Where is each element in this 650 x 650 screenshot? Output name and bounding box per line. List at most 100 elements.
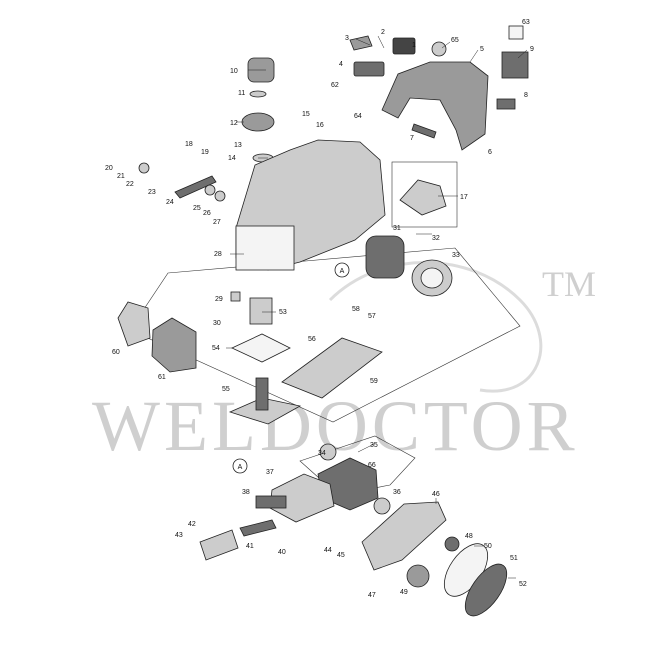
part-number: 9 (530, 46, 534, 53)
part-number: 35 (370, 442, 378, 449)
part-number: 45 (337, 552, 345, 559)
part-number: 66 (368, 462, 376, 469)
part-number: 14 (228, 155, 236, 162)
part-17 (399, 179, 447, 216)
cover-51 (464, 563, 508, 617)
part-number: 62 (331, 82, 339, 89)
pulley-48 (444, 536, 460, 552)
part-number: 2 (381, 29, 385, 36)
part-number: 7 (410, 135, 414, 142)
plate-42 (199, 529, 239, 561)
part-number: 11 (238, 90, 245, 97)
pulley-49 (406, 564, 430, 588)
washer-25 (204, 184, 216, 196)
part-29 (230, 291, 241, 302)
part-number: 55 (222, 386, 230, 393)
part-number: 36 (393, 489, 401, 496)
gauge-40 (239, 519, 277, 537)
cover-60 (117, 301, 151, 347)
leader-lines (226, 35, 528, 579)
part-number: 43 (175, 532, 183, 539)
part-number: 40 (278, 549, 286, 556)
part-number: 21 (117, 173, 125, 180)
base-plate-56 (281, 337, 383, 399)
part-number: 50 (484, 543, 492, 550)
part-number: 34 (318, 450, 326, 457)
part-number: 37 (266, 469, 274, 476)
base-plate-55 (228, 397, 302, 425)
part-number: 32 (432, 235, 440, 242)
housing-61 (151, 317, 197, 373)
part-number: 20 (105, 165, 113, 172)
part-number: 33 (452, 252, 460, 259)
part-number: 44 (324, 547, 332, 554)
switch-part-4 (353, 61, 385, 77)
parts (117, 25, 529, 617)
part-number: 30 (213, 320, 221, 327)
part-number: 53 (279, 309, 287, 316)
field-31 (365, 235, 405, 279)
part-number: 1 (412, 42, 416, 49)
part-number: 41 (246, 543, 254, 550)
part-number: 26 (203, 210, 211, 217)
handle-housing (381, 61, 489, 151)
part-number: 18 (185, 141, 193, 148)
ring-12 (241, 112, 275, 132)
part-number: 8 (524, 92, 528, 99)
spring-53 (249, 297, 273, 325)
part-number: 22 (126, 181, 134, 188)
part-number: 64 (354, 113, 362, 120)
washer-26 (214, 190, 226, 202)
watermark-trademark: TM (542, 264, 596, 304)
cap-65 (431, 41, 447, 57)
part-number: 3 (345, 35, 349, 42)
washer-21 (138, 162, 150, 174)
label-63 (508, 25, 524, 40)
part-number: 25 (193, 205, 201, 212)
part-number: 5 (480, 46, 484, 53)
part-number: 27 (213, 219, 221, 226)
part-number: 42 (188, 521, 196, 528)
part-number: 60 (112, 349, 120, 356)
part-number: 19 (201, 149, 209, 156)
part-number: 49 (400, 589, 408, 596)
part-number: 52 (519, 581, 527, 588)
callout-label: A (340, 268, 345, 275)
part-number: 63 (522, 19, 530, 26)
part-number: 65 (451, 37, 459, 44)
part-number: 54 (212, 345, 220, 352)
part-number-labels: 63 2 3 1 65 5 9 4 62 8 10 11 15 16 64 7 … (105, 19, 534, 599)
plate-8 (496, 98, 516, 110)
part-number: 4 (339, 61, 343, 68)
part-number: 56 (308, 336, 316, 343)
clip-7 (411, 123, 437, 139)
bearing-34 (319, 443, 337, 461)
part-number: 31 (393, 225, 401, 232)
part-number: 48 (465, 533, 473, 540)
callout-marker-top: A (334, 262, 350, 278)
base-block (235, 225, 295, 271)
part-number: 13 (234, 142, 242, 149)
blade-38 (255, 495, 287, 509)
part-number: 61 (158, 374, 166, 381)
part-number: 17 (460, 194, 468, 201)
part-number: 10 (230, 68, 238, 75)
part-number: 6 (488, 149, 492, 156)
part-number: 29 (215, 296, 223, 303)
part-number: 51 (510, 555, 518, 562)
part-number: 38 (242, 489, 250, 496)
washer-11 (249, 90, 267, 98)
belt-cover-46 (361, 501, 447, 571)
part-number: 12 (230, 120, 238, 127)
part-number: 15 (302, 111, 310, 118)
switch-part-1 (392, 37, 416, 55)
part-number: 46 (432, 491, 440, 498)
part-number: 59 (370, 378, 378, 385)
part-number: 47 (368, 592, 376, 599)
part-number: 16 (316, 122, 324, 129)
part-number: 24 (166, 199, 174, 206)
side-lever-24 (174, 175, 217, 199)
part-number: 23 (148, 189, 156, 196)
part-number: 57 (368, 313, 376, 320)
callout-label: A (238, 464, 243, 471)
